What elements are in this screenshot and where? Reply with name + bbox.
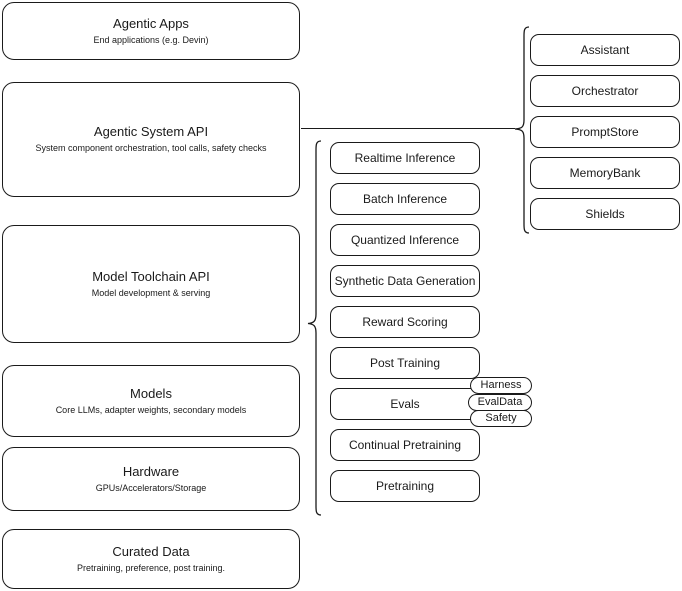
capability-label: Batch Inference (362, 192, 448, 206)
agentic-component-box-memorybank[interactable]: MemoryBank (530, 157, 680, 189)
layer-box-model-toolchain-api[interactable]: Model Toolchain API Model development & … (2, 225, 300, 343)
layer-box-hardware[interactable]: Hardware GPUs/Accelerators/Storage (2, 447, 300, 511)
agentic-component-label: PromptStore (571, 125, 639, 139)
agentic-component-box-promptstore[interactable]: PromptStore (530, 116, 680, 148)
layer-subtitle: GPUs/Accelerators/Storage (95, 482, 207, 493)
layer-box-curated-data[interactable]: Curated Data Pretraining, preference, po… (2, 529, 300, 589)
capability-label: Evals (390, 397, 420, 411)
capability-label: Quantized Inference (350, 233, 460, 247)
capability-box-continual-pretraining[interactable]: Continual Pretraining (330, 429, 480, 461)
capability-label: Continual Pretraining (348, 438, 462, 452)
capability-box-pretraining[interactable]: Pretraining (330, 470, 480, 502)
capability-box-reward-scoring[interactable]: Reward Scoring (330, 306, 480, 338)
capability-box-quantized-inference[interactable]: Quantized Inference (330, 224, 480, 256)
capability-label: Post Training (369, 356, 441, 370)
capability-label: Pretraining (375, 479, 435, 493)
layer-box-agentic-system-api[interactable]: Agentic System API System component orch… (2, 82, 300, 197)
agentic-component-box-assistant[interactable]: Assistant (530, 34, 680, 66)
eval-pill-label: Safety (485, 412, 517, 424)
layer-box-agentic-apps[interactable]: Agentic Apps End applications (e.g. Devi… (2, 2, 300, 60)
layer-title: Hardware (122, 463, 180, 479)
capability-box-synthetic-data-generation[interactable]: Synthetic Data Generation (330, 265, 480, 297)
layer-box-models[interactable]: Models Core LLMs, adapter weights, secon… (2, 365, 300, 437)
agentic-component-label: Orchestrator (571, 84, 639, 98)
layer-title: Model Toolchain API (92, 268, 210, 284)
brace-toolchain (307, 140, 322, 516)
capability-box-evals[interactable]: Evals (330, 388, 480, 420)
layer-subtitle: Pretraining, preference, post training. (76, 562, 226, 573)
layer-title: Agentic System API (93, 124, 209, 139)
layer-subtitle: Core LLMs, adapter weights, secondary mo… (55, 404, 247, 415)
eval-pill-safety[interactable]: Safety (470, 410, 532, 427)
layer-title: Models (130, 385, 172, 401)
capability-box-realtime-inference[interactable]: Realtime Inference (330, 142, 480, 174)
layer-title: Agentic Apps (113, 15, 189, 31)
eval-pill-label: Harness (480, 379, 522, 391)
layer-title: Curated Data (112, 543, 190, 559)
layer-subtitle: Model development & serving (91, 287, 211, 298)
brace-agentic-components (514, 26, 530, 234)
capability-box-batch-inference[interactable]: Batch Inference (330, 183, 480, 215)
capability-label: Reward Scoring (362, 315, 448, 329)
eval-pill-label: EvalData (477, 396, 523, 408)
agentic-component-box-shields[interactable]: Shields (530, 198, 680, 230)
eval-pill-evaldata[interactable]: EvalData (468, 394, 532, 411)
capability-label: Synthetic Data Generation (334, 274, 476, 288)
capability-label: Realtime Inference (354, 151, 456, 165)
layer-subtitle: End applications (e.g. Devin) (93, 34, 209, 45)
agentic-component-box-orchestrator[interactable]: Orchestrator (530, 75, 680, 107)
agentic-component-label: Assistant (580, 43, 630, 57)
connector-line-agentic-system-api (301, 127, 515, 129)
capability-box-post-training[interactable]: Post Training (330, 347, 480, 379)
eval-pill-harness[interactable]: Harness (470, 377, 532, 394)
agentic-component-label: MemoryBank (569, 166, 641, 180)
agentic-component-label: Shields (585, 207, 625, 221)
layer-subtitle: System component orchestration, tool cal… (35, 143, 267, 153)
